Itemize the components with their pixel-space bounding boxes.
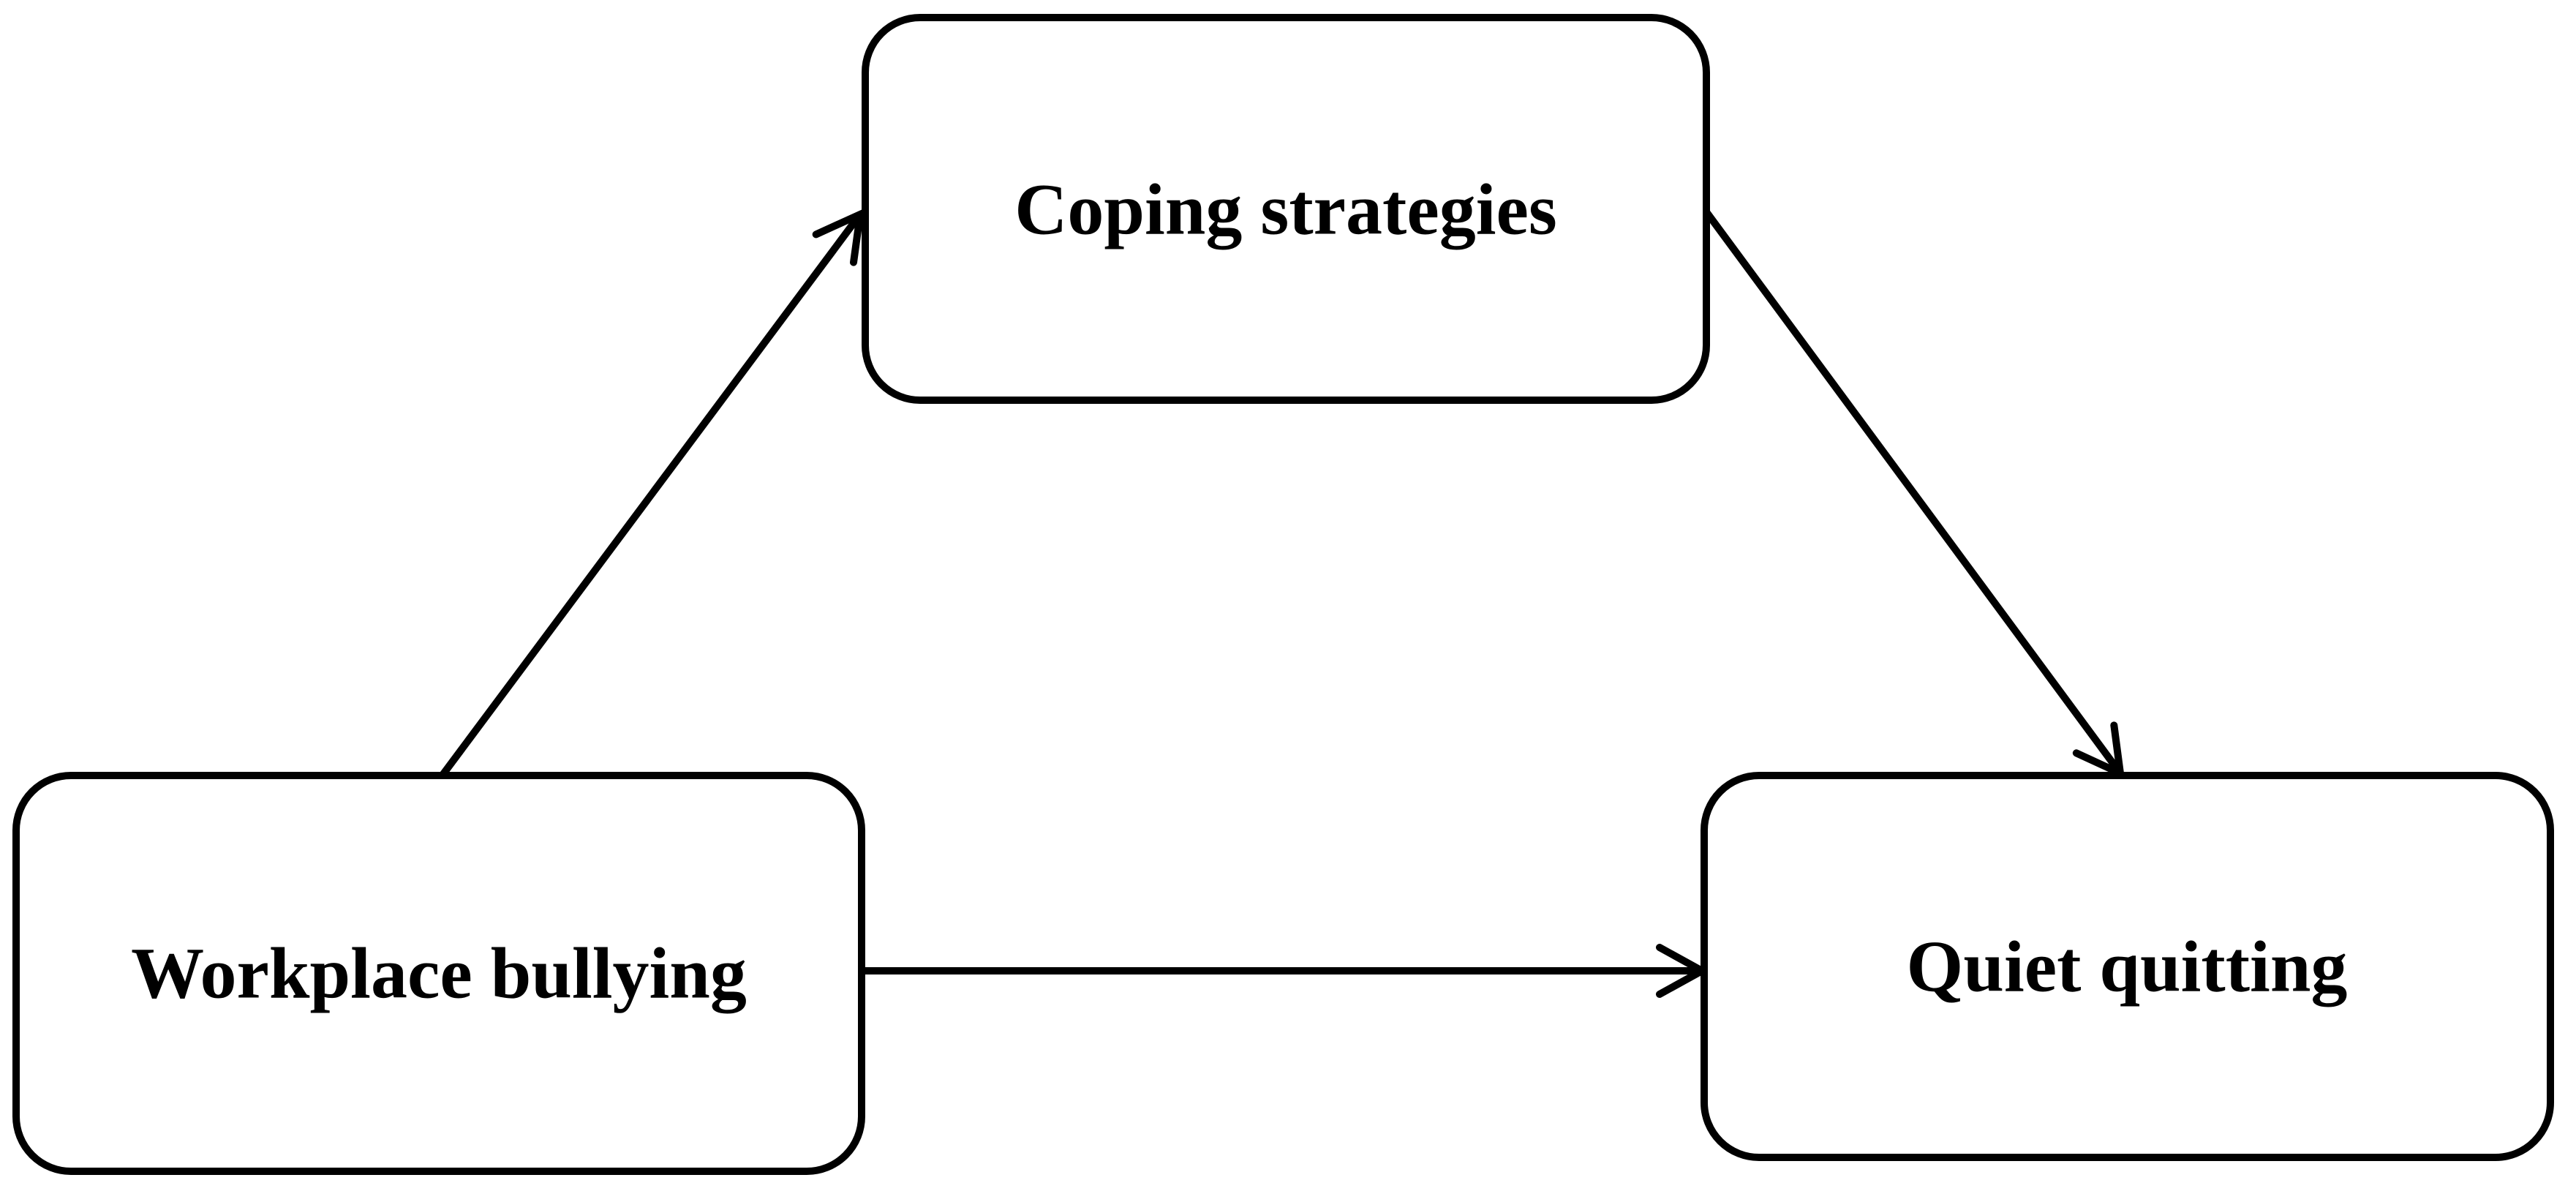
workplace-bullying-box [12,772,865,1175]
quiet-quitting-box [1701,772,2554,1161]
quiet-quitting-label: Quiet quitting [1907,926,2348,1007]
arrow-coping-strategies-to-quiet-quitting [1703,211,2120,773]
workplace-bullying-label: Workplace bullying [131,933,747,1014]
coping-strategies-label: Coping strategies [1014,169,1557,250]
node-coping-strategies: Coping strategies [862,14,1710,404]
node-quiet-quitting: Quiet quitting [1701,772,2554,1161]
arrow-workplace-bullying-to-coping-strategies [437,214,860,779]
coping-strategies-box [862,14,1710,404]
node-workplace-bullying: Workplace bullying [12,772,865,1175]
